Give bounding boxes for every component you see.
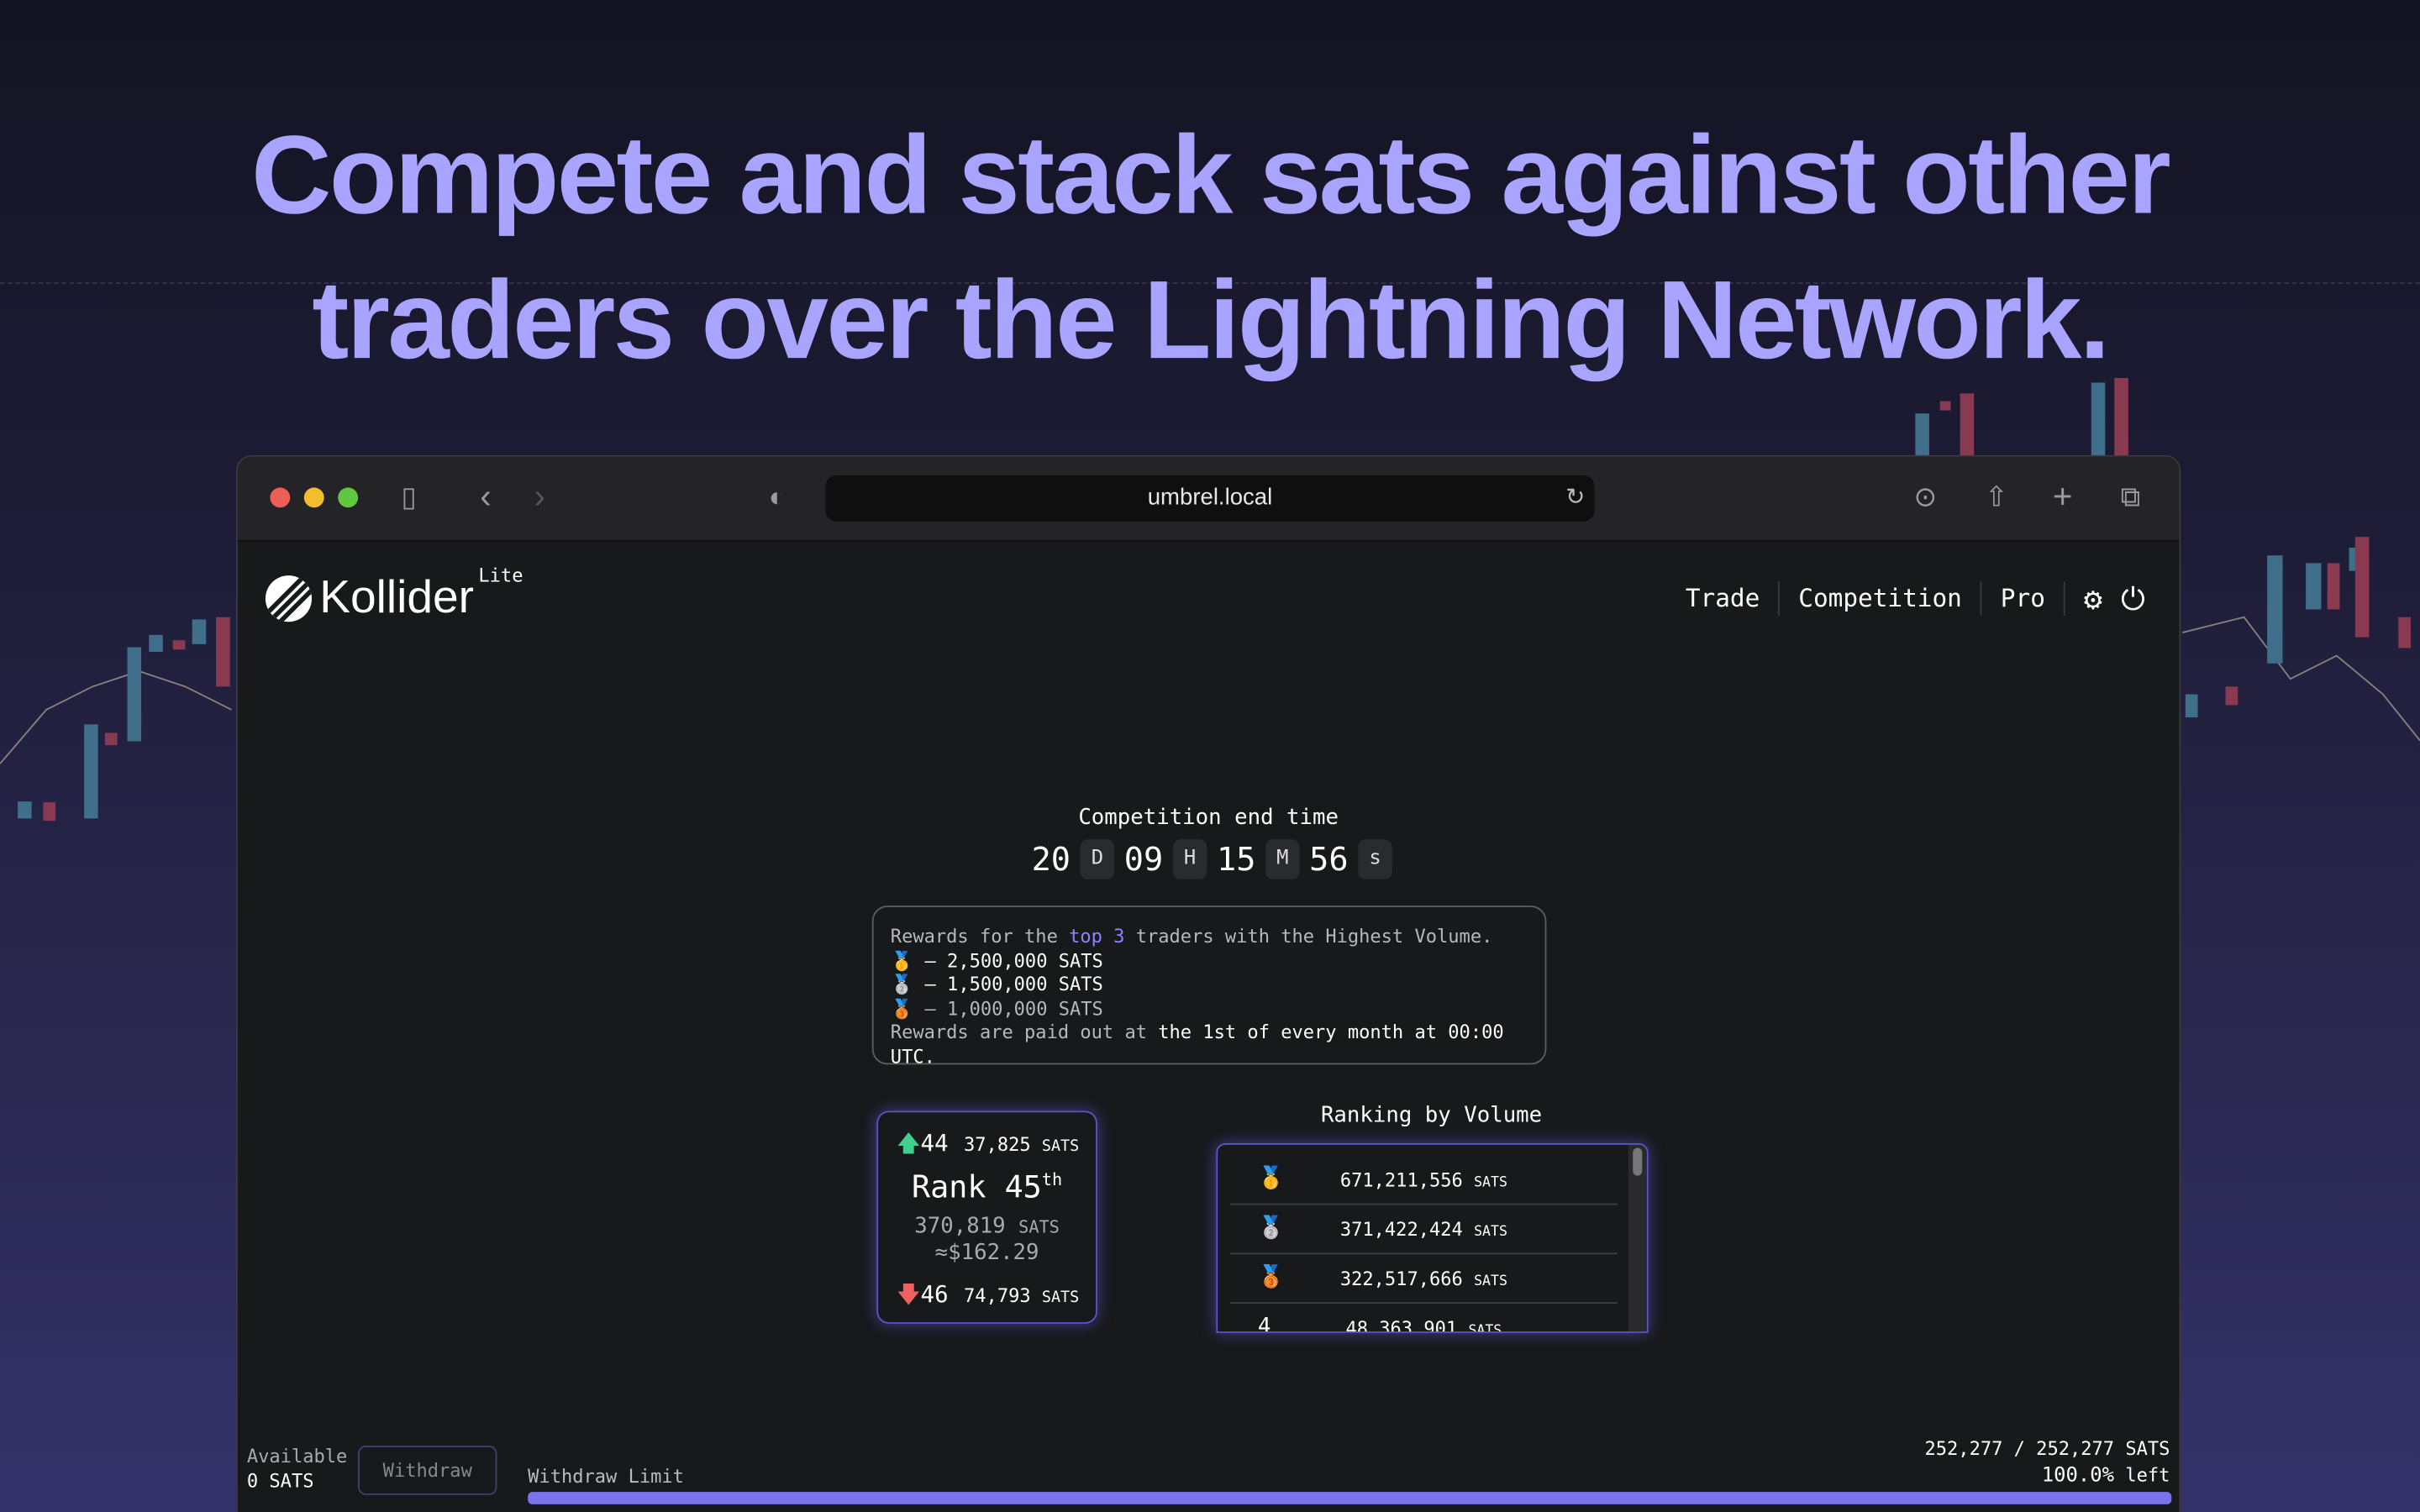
unit: SATS bbox=[1474, 1175, 1507, 1191]
progress-fill bbox=[528, 1492, 2172, 1504]
gold-medal-icon: 🥇 bbox=[1257, 1166, 1285, 1191]
unit: SATS bbox=[1041, 1138, 1080, 1156]
logo-text: Kollider bbox=[319, 572, 474, 624]
above-sats: 37,825 bbox=[964, 1133, 1031, 1156]
countdown: 20 D 09 H 15 M 56 s bbox=[1028, 839, 1392, 879]
unit: SATS bbox=[1468, 1323, 1502, 1333]
logo-badge: Lite bbox=[478, 564, 523, 586]
ranking-table[interactable]: 🥇 671,211,556 SATS 🥈 371,422,424 SATS 🥉 322… bbox=[1216, 1143, 1649, 1333]
back-icon[interactable]: ‹ bbox=[480, 476, 492, 516]
prize-3: 🥉 – 1,000,000 SATS bbox=[890, 997, 1103, 1020]
table-row: 🥉 322,517,666 SATS bbox=[1229, 1254, 1618, 1305]
left-label: left bbox=[2125, 1464, 2170, 1486]
main-nav: Trade Competition Pro ⚙ ⏻ bbox=[1667, 580, 2145, 617]
rewards-highlight: top 3 bbox=[1069, 926, 1125, 948]
table-row: 4 48,363,901 SATS bbox=[1230, 1304, 1618, 1333]
prize-1: 🥇 – 2,500,000 SATS bbox=[890, 949, 1103, 972]
shield-icon[interactable]: ◐ bbox=[768, 481, 786, 512]
volume: 48,363,901 bbox=[1345, 1317, 1458, 1333]
headline-line-1: Compete and stack sats against other bbox=[251, 113, 2171, 238]
gear-icon[interactable]: ⚙ bbox=[2083, 580, 2102, 617]
countdown-minutes-unit: M bbox=[1265, 839, 1300, 879]
unit: SATS bbox=[1474, 1225, 1507, 1241]
nav-competition[interactable]: Competition bbox=[1780, 581, 1982, 616]
share-icon[interactable]: ⇧ bbox=[1985, 481, 2008, 512]
usd-value: ≈$162.29 bbox=[934, 1240, 1039, 1266]
volume: 322,517,666 bbox=[1339, 1268, 1463, 1290]
kollider-logo[interactable]: Kollider Lite bbox=[265, 564, 523, 624]
prize-2: 🥈 – 1,500,000 SATS bbox=[890, 974, 1103, 996]
countdown-hours: 09 bbox=[1123, 841, 1164, 879]
footer-bar: Available 0 SATS Withdraw Withdraw Limit… bbox=[238, 1429, 2180, 1512]
power-icon[interactable]: ⏻ bbox=[2120, 580, 2146, 617]
bronze-medal-icon: 🥉 bbox=[1257, 1265, 1285, 1290]
headline-line-2: traders over the Lightning Network. bbox=[312, 259, 2110, 383]
volume: 671,211,556 bbox=[1339, 1169, 1463, 1191]
decor-line bbox=[0, 282, 2420, 284]
place: 4 bbox=[1257, 1314, 1271, 1333]
countdown-days: 20 bbox=[1031, 841, 1071, 879]
zoom-window-button[interactable] bbox=[338, 487, 359, 508]
withdraw-limit-progress bbox=[528, 1492, 2172, 1504]
rank-above: 🡅44 37,825 SATS bbox=[897, 1128, 1079, 1167]
countdown-hours-unit: H bbox=[1172, 839, 1207, 879]
below-sats: 74,793 bbox=[964, 1284, 1031, 1307]
kollider-logo-icon bbox=[265, 575, 313, 622]
scrollbar-thumb[interactable] bbox=[1633, 1147, 1643, 1176]
sidebar-toggle-icon[interactable]: ▯ bbox=[401, 481, 417, 512]
countdown-seconds: 56 bbox=[1309, 841, 1349, 879]
browser-toolbar: ▯ ‹ › ◐ umbrel.local ↻ ⊙ ⇧ + ⧉ bbox=[237, 456, 2180, 542]
nav-pro[interactable]: Pro bbox=[1982, 581, 2065, 616]
ranking-title: Ranking by Volume bbox=[1320, 1103, 1543, 1128]
close-window-button[interactable] bbox=[270, 487, 291, 508]
countdown-minutes: 15 bbox=[1216, 841, 1256, 879]
rank-title: Rank 45th bbox=[878, 1168, 1096, 1205]
volume: 371,422,424 bbox=[1339, 1219, 1463, 1241]
withdraw-button[interactable]: Withdraw bbox=[358, 1446, 497, 1495]
competition-title: Competition end time bbox=[1078, 805, 1339, 831]
withdraw-limit-label: Withdraw Limit bbox=[528, 1465, 684, 1488]
download-icon[interactable]: ⊙ bbox=[1913, 481, 1938, 512]
unit: SATS bbox=[1041, 1289, 1080, 1307]
address-bar[interactable]: umbrel.local ↻ bbox=[825, 475, 1595, 522]
unit: SATS bbox=[1474, 1274, 1507, 1290]
payout-a: Rewards are paid out at bbox=[890, 1021, 1159, 1044]
forward-icon[interactable]: › bbox=[534, 476, 545, 516]
available-label: Available bbox=[246, 1446, 348, 1467]
above-rank: 44 bbox=[920, 1129, 949, 1158]
rank-suffix: th bbox=[1041, 1169, 1063, 1190]
browser-window: ▯ ‹ › ◐ umbrel.local ↻ ⊙ ⇧ + ⧉ Kollider L… bbox=[236, 454, 2181, 1512]
nav-trade[interactable]: Trade bbox=[1667, 581, 1781, 616]
percent-left: 100.0% bbox=[2041, 1464, 2115, 1488]
available-value: 0 SATS bbox=[246, 1470, 314, 1493]
arrow-up-icon: 🡅 bbox=[897, 1129, 921, 1158]
rewards-intro-a: Rewards for the bbox=[890, 926, 1070, 948]
unit: SATS bbox=[1018, 1217, 1060, 1238]
silver-medal-icon: 🥈 bbox=[1257, 1215, 1285, 1241]
arrow-down-icon: 🡇 bbox=[897, 1280, 921, 1309]
rank-card: 🡅44 37,825 SATS Rank 45th 370,819 SATS ≈… bbox=[876, 1110, 1097, 1324]
payout-b: the 1st of every month at 00:00 UTC. bbox=[890, 1021, 1504, 1068]
table-row: 🥈 371,422,424 SATS bbox=[1229, 1205, 1618, 1255]
reload-icon[interactable]: ↻ bbox=[1565, 484, 1586, 511]
candlestick-decor-left bbox=[0, 617, 232, 822]
scrollbar[interactable] bbox=[1628, 1144, 1647, 1332]
new-tab-icon[interactable]: + bbox=[2052, 476, 2073, 516]
rank-below: 🡇46 74,793 SATS bbox=[897, 1279, 1079, 1318]
minimize-window-button[interactable] bbox=[303, 487, 324, 508]
candlestick-decor-right bbox=[2182, 537, 2420, 742]
table-row: 🥇 671,211,556 SATS bbox=[1229, 1156, 1618, 1205]
withdraw-limit-value: 252,277 / 252,277 SATS bbox=[1924, 1437, 2170, 1460]
tabs-overview-icon[interactable]: ⧉ bbox=[2120, 481, 2141, 512]
candlestick-decor-top bbox=[1915, 377, 2128, 457]
rank-volume: 370,819 SATS ≈$162.29 bbox=[878, 1215, 1096, 1267]
rewards-info: Rewards for the top 3 traders with the H… bbox=[871, 906, 1547, 1068]
rank-label: Rank 45 bbox=[911, 1168, 1042, 1205]
volume-value: 370,819 bbox=[914, 1214, 1006, 1239]
countdown-seconds-unit: s bbox=[1358, 839, 1392, 879]
url-text: umbrel.local bbox=[1147, 484, 1273, 511]
countdown-days-unit: D bbox=[1080, 839, 1115, 879]
rewards-intro-b: traders with the Highest Volume. bbox=[1124, 926, 1493, 948]
below-rank: 46 bbox=[920, 1280, 949, 1309]
